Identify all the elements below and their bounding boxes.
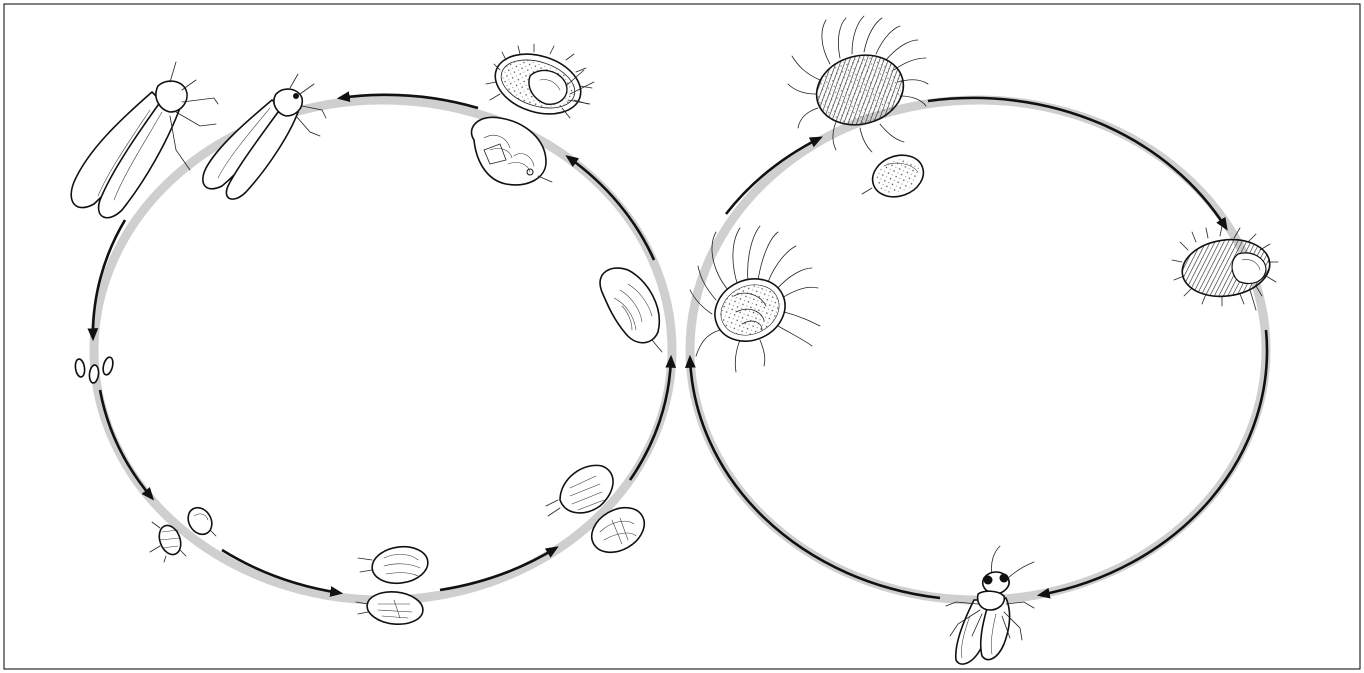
darkened-spiny-pupa [788, 16, 928, 152]
adult-whitefly-small [203, 74, 326, 199]
whitefly-cycle [71, 44, 672, 627]
fourth-instar-nymph [600, 268, 662, 352]
spiny-pupa-with-parasitoid [690, 226, 820, 372]
left-cycle-ring [94, 100, 672, 600]
arrow-egg-to-first-instar [100, 390, 152, 498]
adult-parasitoid-wasp [946, 546, 1034, 664]
pupa-red-eye-stage [472, 117, 552, 185]
adult-whitefly-large [71, 62, 218, 218]
second-instar-nymphs [356, 543, 430, 627]
parasitoid-cycle [690, 16, 1278, 664]
emerging-adult-from-pupa [486, 44, 594, 124]
figure-frame [4, 4, 1360, 669]
parasitized-pupa [862, 148, 929, 203]
